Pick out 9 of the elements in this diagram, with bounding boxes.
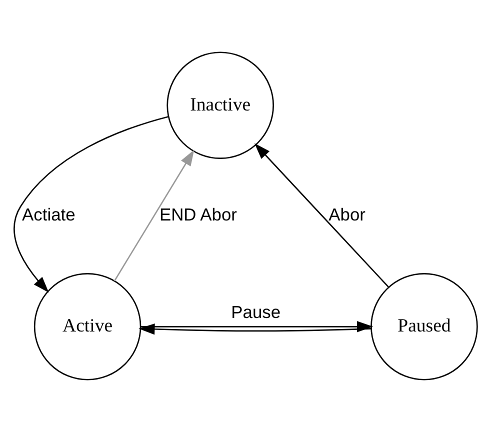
edge-label: Actiate xyxy=(22,204,76,225)
arrow xyxy=(140,321,374,332)
node-circle: Paused xyxy=(370,273,478,380)
edge-label: END Abor xyxy=(159,204,237,225)
edge-label: Pause xyxy=(231,302,281,322)
arrow xyxy=(254,143,389,288)
arrow xyxy=(114,150,194,282)
edge-label: Abor xyxy=(328,204,366,225)
arrow xyxy=(14,116,168,293)
